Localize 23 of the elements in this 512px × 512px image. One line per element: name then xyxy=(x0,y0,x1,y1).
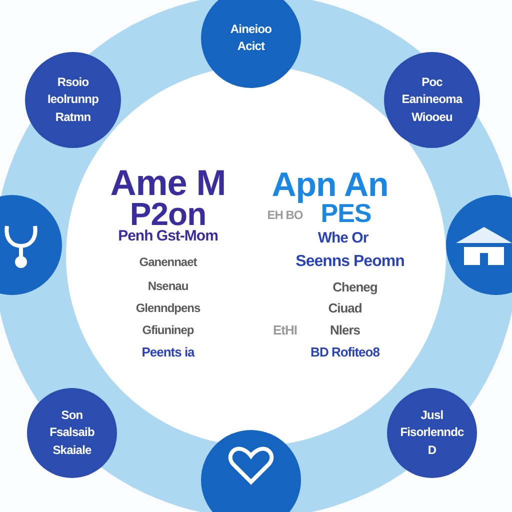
circle-label: Rsoio Ieolrunnp Ratmn xyxy=(46,74,100,126)
list-item-text: BD Rofiteo8 xyxy=(310,346,380,358)
list-item-text: Ciuad xyxy=(328,302,362,314)
subheading-text: Seenns Peomn xyxy=(296,254,404,270)
list-item-text: Cheneg xyxy=(332,280,378,294)
circle-label: Son Fsalsaib Skaiale xyxy=(48,406,96,459)
list-item-text: Nsenau xyxy=(148,280,188,292)
circle-label: Jusl Fisorlenndc D xyxy=(399,406,465,459)
note-text: EtHI xyxy=(273,324,297,336)
subheading-text: Penh Gst-Mom xyxy=(118,228,218,244)
heading-text: Apn An xyxy=(272,168,388,202)
list-item-text: Ganennaet xyxy=(139,256,197,268)
heading-text: P2on xyxy=(130,198,206,230)
heading-text: PES xyxy=(320,200,372,226)
list-item-text: Glenndpens xyxy=(136,302,200,314)
list-item-text: Gfiuninep xyxy=(142,324,194,336)
list-item-text: Nlers xyxy=(330,324,360,336)
circle-label: Poc Eanineoma Wiooeu xyxy=(400,74,464,126)
circle-label: Aineioo Acict xyxy=(229,20,273,55)
note-text: EH BO xyxy=(267,209,303,221)
heading-text: Ame M xyxy=(110,165,226,201)
subheading-text: Whe Or xyxy=(318,230,368,246)
list-item-text: Peents ia xyxy=(142,346,194,358)
